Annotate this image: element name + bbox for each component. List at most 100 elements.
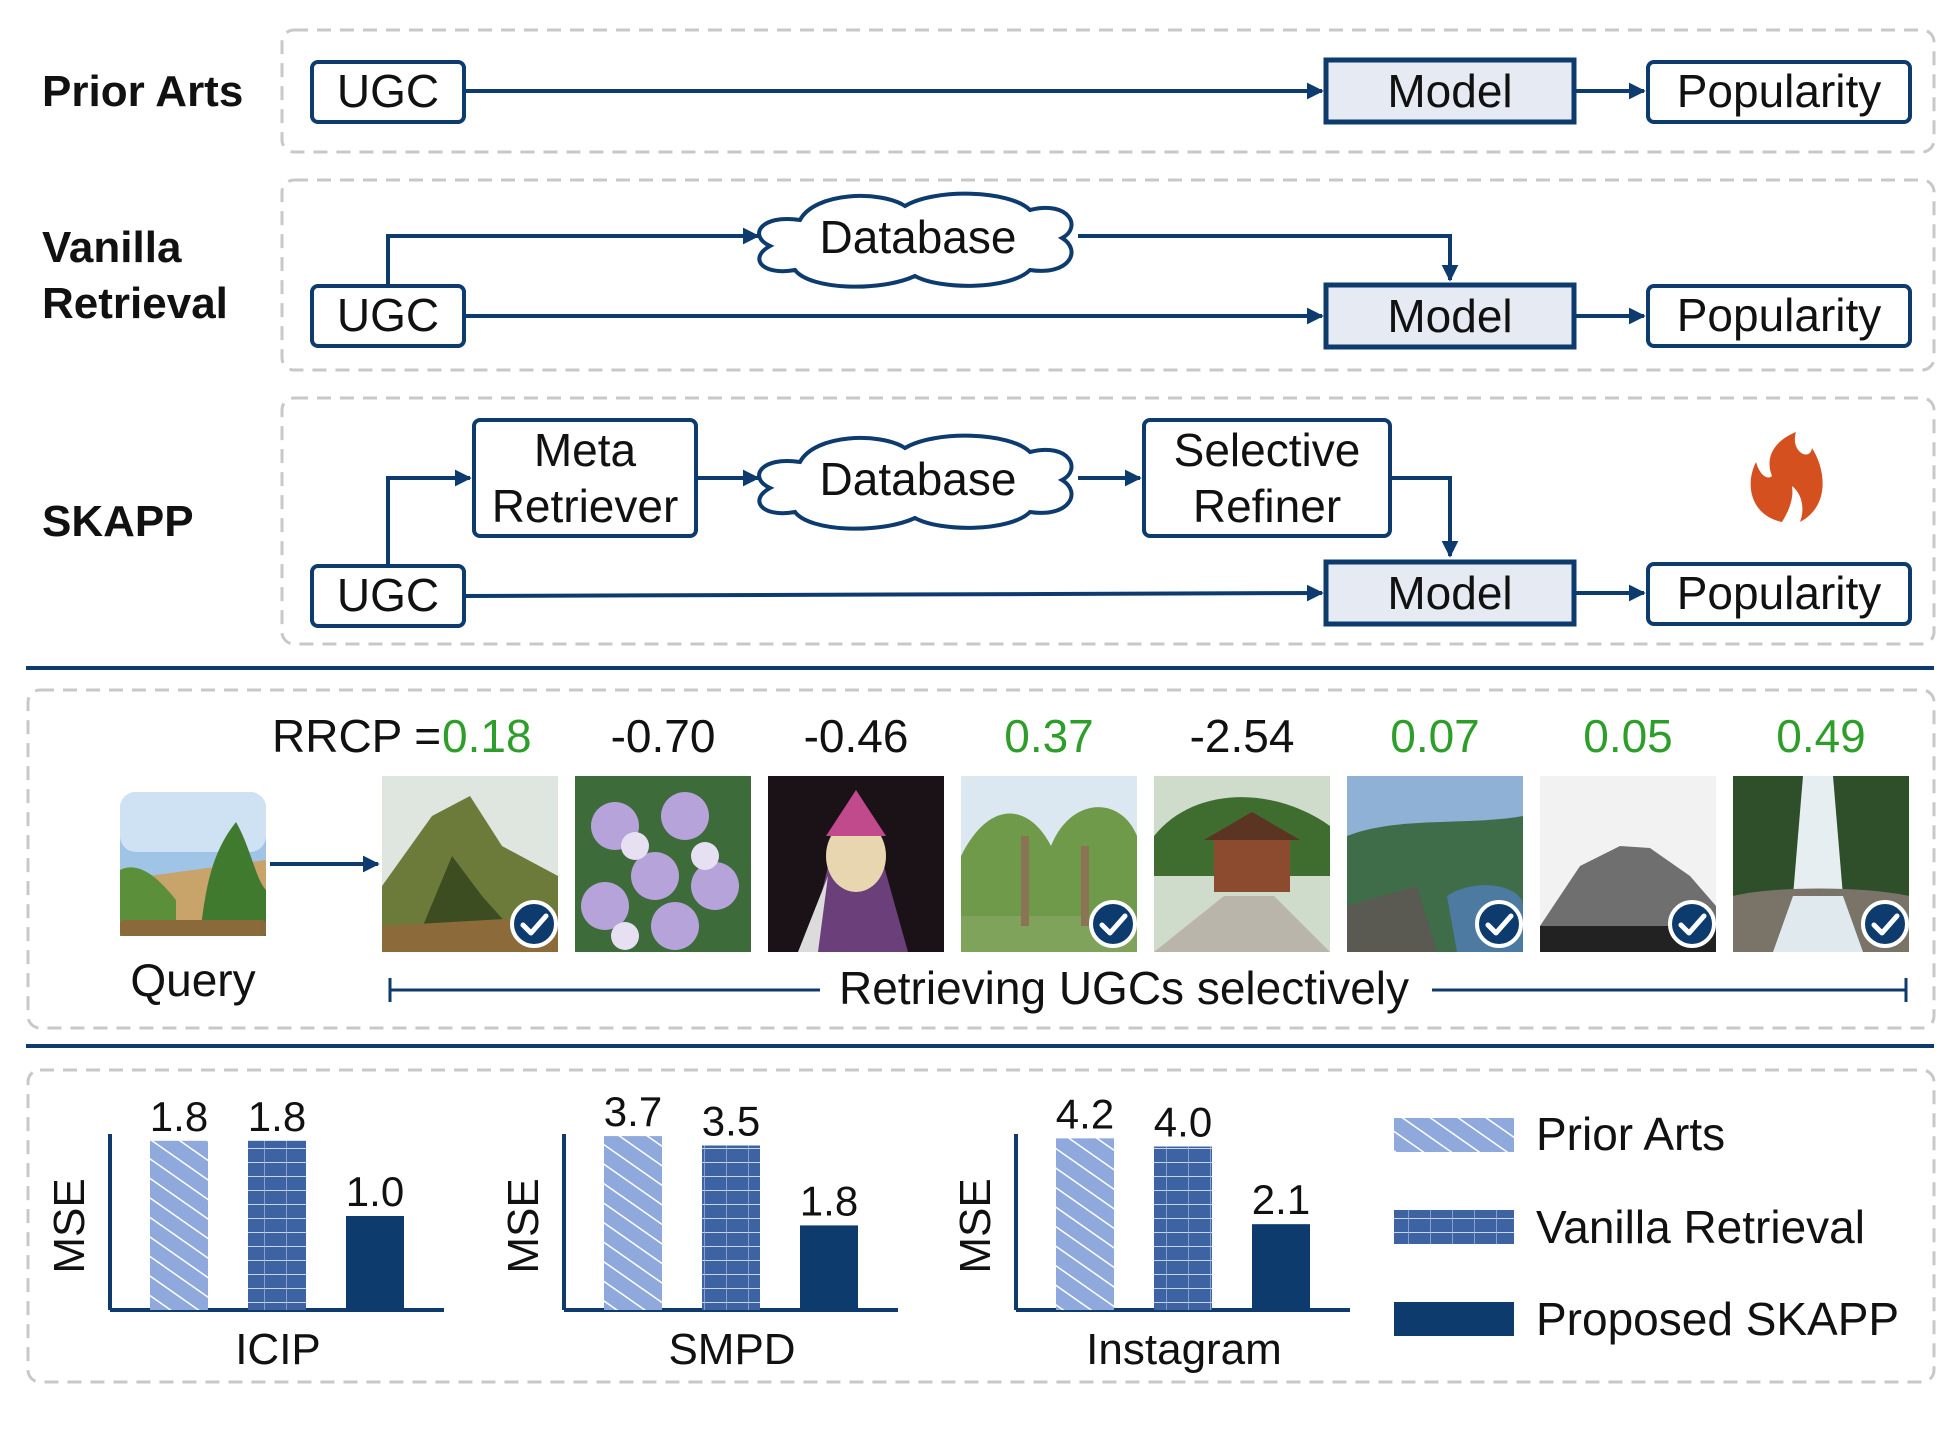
- panel-vanilla: [280, 178, 1936, 372]
- y-axis-label: MSE: [499, 1178, 548, 1273]
- retrieved-image-house: [1154, 776, 1330, 952]
- check-icon: [1668, 900, 1716, 948]
- bar-chart-instagram: MSE Instagram 4.2 4.0 2.1: [951, 1090, 1350, 1374]
- model-box: [1323, 282, 1577, 350]
- bar-vanilla-retrieval: [1154, 1146, 1212, 1310]
- x-axis-label: SMPD: [668, 1325, 795, 1374]
- ugc-label: UGC: [337, 569, 439, 621]
- arrow-refiner-model: [1390, 476, 1459, 558]
- check-icon: [1861, 900, 1909, 948]
- x-axis-label: Instagram: [1086, 1325, 1282, 1374]
- database-label: Database: [820, 453, 1017, 505]
- range-label: Retrieving UGCs selectively: [839, 962, 1409, 1014]
- bar-vanilla-retrieval: [702, 1145, 760, 1310]
- popularity-box: [1646, 284, 1912, 348]
- popularity-box: [1646, 562, 1912, 626]
- fire-icon: [1750, 432, 1823, 522]
- rrcp-score: 0.05: [1583, 710, 1673, 762]
- selective-refiner-label-line1: Selective: [1174, 424, 1361, 476]
- model-box: [1323, 57, 1577, 125]
- retrieved-image-puppet: [768, 776, 944, 952]
- panel-retrieval: [26, 688, 1936, 1030]
- legend-swatch-skapp: [1394, 1302, 1514, 1336]
- bar-proposed-skapp: [800, 1225, 858, 1310]
- row-label-skapp: SKAPP: [42, 497, 194, 546]
- bar-prior-arts: [150, 1140, 208, 1310]
- x-axis-label: ICIP: [235, 1325, 321, 1374]
- rrcp-score: 0.18: [442, 710, 532, 762]
- popularity-label: Popularity: [1677, 289, 1882, 341]
- legend-swatch-vanilla: [1394, 1210, 1514, 1244]
- cloud-database: [757, 191, 1074, 289]
- check-icon: [1089, 900, 1137, 948]
- bar-value-label: 1.8: [800, 1177, 858, 1224]
- row-label-vanilla-line1: Vanilla: [42, 223, 182, 272]
- arrow-database-model: [1078, 234, 1459, 282]
- row-label-vanilla-line2: Retrieval: [42, 279, 228, 328]
- retrieved-image-mountain: [382, 776, 558, 952]
- row-label-prior-arts: Prior Arts: [42, 67, 243, 116]
- rrcp-score: -0.70: [611, 710, 716, 762]
- query-label: Query: [130, 954, 255, 1006]
- retrieved-image-waterfall: [1733, 776, 1909, 952]
- popularity-box: [1646, 60, 1912, 124]
- bar-value-label: 4.0: [1154, 1099, 1212, 1146]
- legend: Prior Arts Vanilla Retrieval Proposed SK…: [1394, 1108, 1899, 1345]
- arrow-ugc-database: [386, 227, 760, 286]
- cloud-database: [757, 433, 1074, 531]
- check-icon: [510, 900, 558, 948]
- bar-vanilla-retrieval: [248, 1140, 306, 1310]
- selective-refiner-label-line2: Refiner: [1193, 480, 1341, 532]
- ugc-label: UGC: [337, 289, 439, 341]
- bar-value-label: 3.5: [702, 1098, 760, 1145]
- model-box: [1323, 559, 1577, 627]
- model-label: Model: [1387, 290, 1512, 342]
- bar-value-label: 2.1: [1252, 1176, 1310, 1223]
- check-icon: [1475, 900, 1523, 948]
- rrcp-score: -0.46: [804, 710, 909, 762]
- bar-chart-icip: MSE ICIP 1.8 1.8 1.0: [45, 1093, 444, 1374]
- bar-value-label: 3.7: [604, 1088, 662, 1135]
- model-label: Model: [1387, 567, 1512, 619]
- bar-chart-smpd: MSE SMPD 3.7 3.5 1.8: [499, 1088, 898, 1374]
- bar-prior-arts: [604, 1136, 662, 1310]
- arrow-ugc-meta-retriever: [386, 469, 472, 566]
- bar-value-label: 1.8: [248, 1093, 306, 1140]
- ugc-label: UGC: [337, 65, 439, 117]
- bar-proposed-skapp: [346, 1216, 404, 1310]
- retrieved-image-cliff: [1347, 776, 1523, 952]
- rrcp-score: 0.49: [1776, 710, 1866, 762]
- rrcp-prefix: RRCP =: [272, 710, 441, 762]
- retrieved-image-trees: [961, 776, 1137, 952]
- panel-prior-arts: [280, 28, 1936, 154]
- rrcp-score: 0.37: [1004, 710, 1094, 762]
- model-label: Model: [1387, 65, 1512, 117]
- database-label: Database: [820, 211, 1017, 263]
- bar-prior-arts: [1056, 1138, 1114, 1310]
- legend-label-prior-arts: Prior Arts: [1536, 1108, 1725, 1160]
- y-axis-label: MSE: [45, 1178, 94, 1273]
- retrieved-image-flowers: [575, 776, 751, 952]
- rrcp-score: 0.07: [1390, 710, 1480, 762]
- meta-retriever-label-line2: Retriever: [492, 480, 679, 532]
- meta-retriever-label-line1: Meta: [534, 424, 637, 476]
- bar-proposed-skapp: [1252, 1224, 1310, 1310]
- arrow-ugc-model: [463, 584, 1324, 602]
- query-image: [120, 792, 266, 936]
- bar-value-label: 1.8: [150, 1093, 208, 1140]
- score-labels: 0.18 -0.70 -0.46 0.37 -2.54 0.07 0.05 0.49: [442, 710, 1866, 762]
- bar-value-label: 4.2: [1056, 1090, 1114, 1137]
- retrieved-image-volcano: [1540, 776, 1716, 952]
- retrieved-images: [382, 776, 1909, 952]
- legend-swatch-prior-arts: [1394, 1118, 1514, 1152]
- popularity-label: Popularity: [1677, 567, 1882, 619]
- rrcp-score: -2.54: [1190, 710, 1295, 762]
- popularity-label: Popularity: [1677, 65, 1882, 117]
- bar-value-label: 1.0: [346, 1168, 404, 1215]
- panel-skapp: [280, 396, 1936, 646]
- legend-label-vanilla: Vanilla Retrieval: [1536, 1201, 1865, 1253]
- y-axis-label: MSE: [951, 1178, 1000, 1273]
- legend-label-skapp: Proposed SKAPP: [1536, 1293, 1899, 1345]
